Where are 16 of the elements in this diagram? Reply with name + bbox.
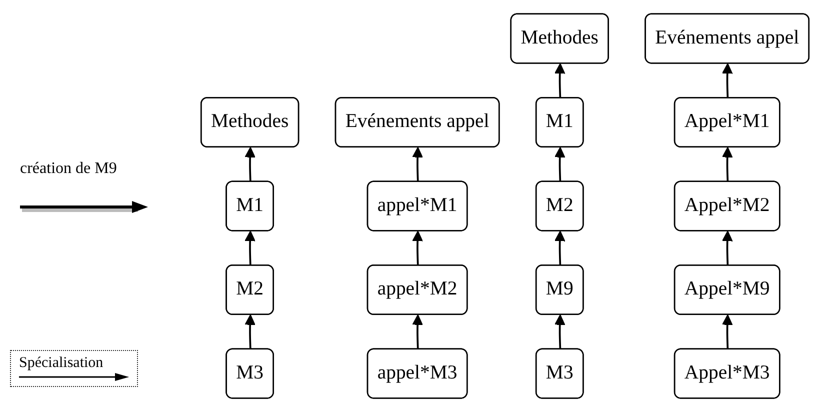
arrow [554,230,566,266]
annotation-text: création de M9 [20,160,117,178]
arrow [244,230,256,266]
arrow [244,314,256,350]
arrow [554,314,566,350]
arrow [412,147,423,182]
arrow [412,314,423,350]
arrow [412,230,423,266]
arrow [554,63,566,98]
arrow [722,147,733,182]
arrow [244,147,256,182]
legend-text: Spécialisation [19,355,104,372]
arrow [722,314,733,350]
arrow [722,230,733,266]
arrow [722,63,733,98]
arrow [554,147,566,182]
